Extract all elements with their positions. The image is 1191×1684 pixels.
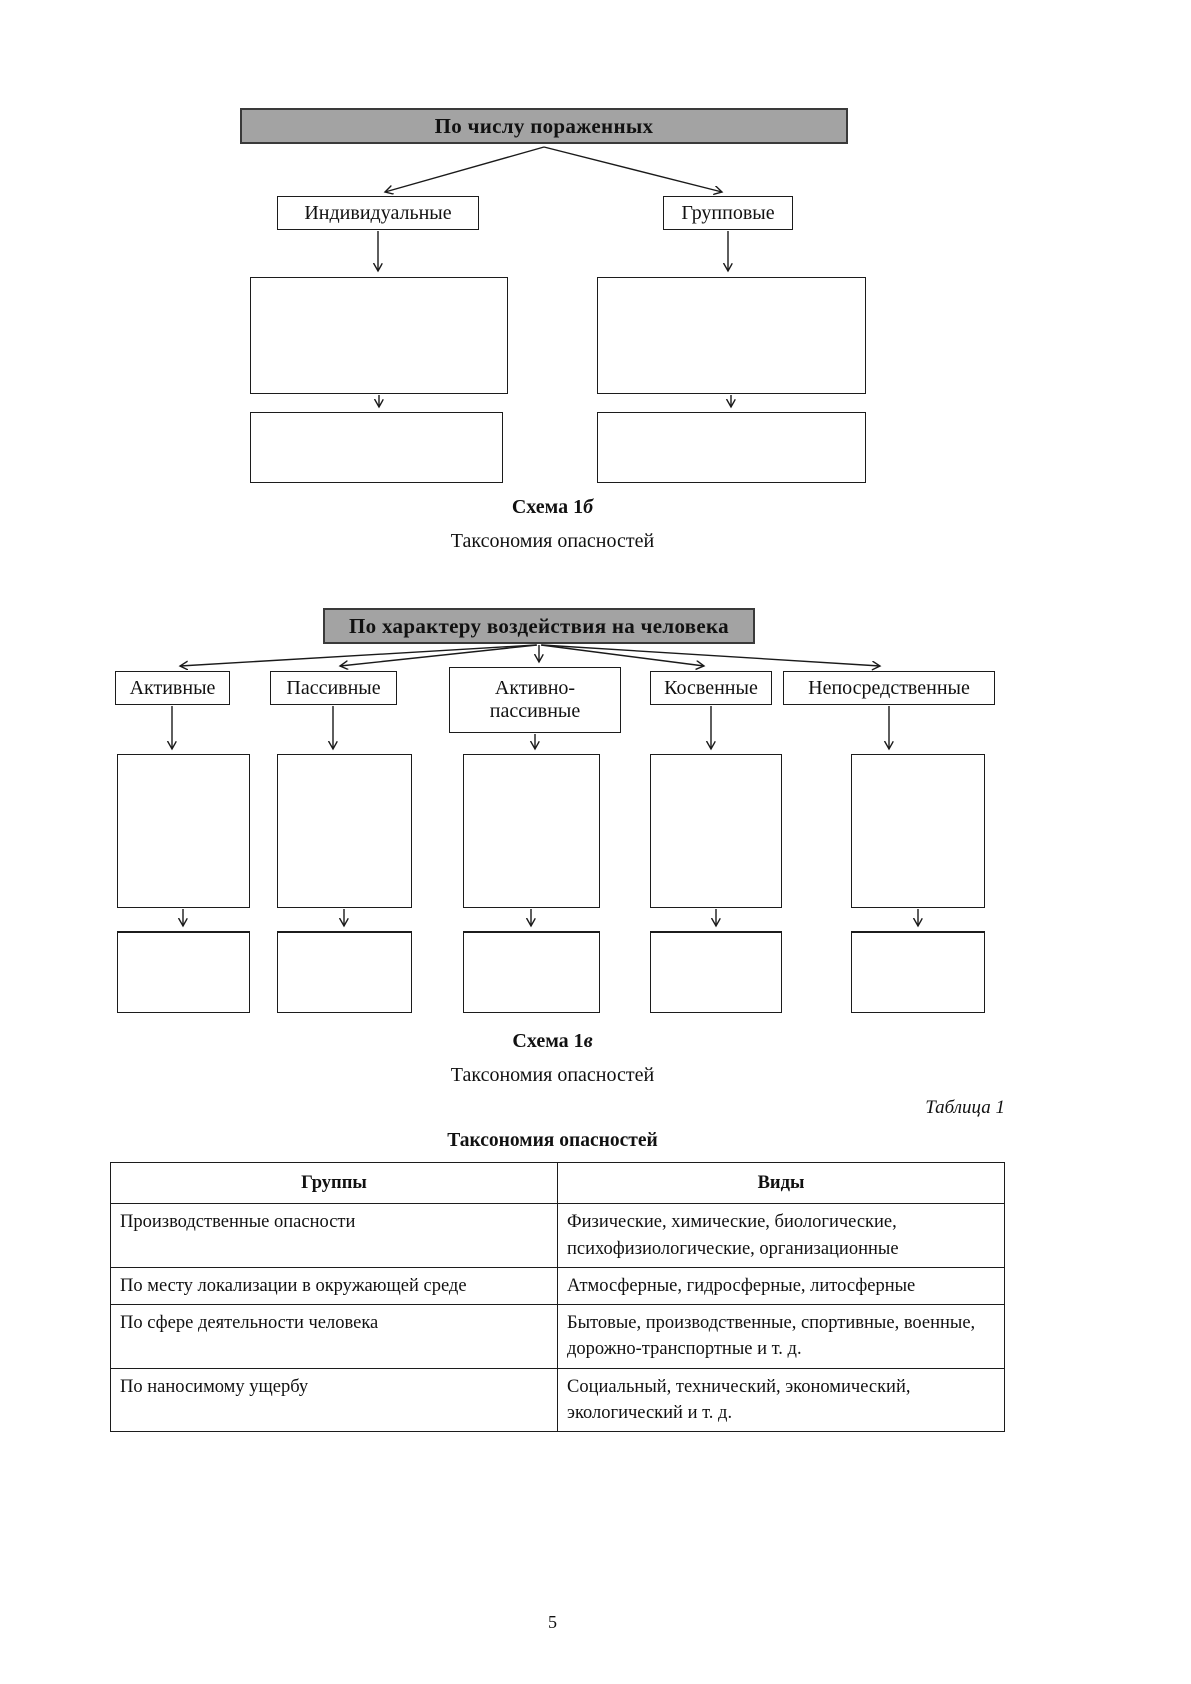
empty-box: [597, 277, 866, 394]
empty-box: [650, 754, 782, 908]
caption-letter: в: [583, 1030, 593, 1052]
diagram-v-header-label: По характеру воздействия на человека: [349, 613, 729, 638]
diagram-v-caption: Схема 1в: [100, 1030, 1005, 1053]
diagram-b-subcaption: Таксономия опасностей: [450, 530, 655, 552]
empty-box: [250, 277, 508, 394]
category-label: Непосредственные: [808, 676, 970, 699]
diagram-b-category-box-individual: Индивидуальные: [277, 196, 479, 230]
table-row: Производственные опасности Физические, х…: [110, 1203, 1005, 1268]
diagram-b-header-label: По числу пораженных: [434, 113, 654, 138]
kinds-cell: Физические, химические, биологические, п…: [557, 1203, 1005, 1268]
diagram-v-category-box-active-passive: Активно-пассивные: [449, 667, 621, 733]
taxonomy-table: Группы Виды Производственные опасности Ф…: [110, 1161, 1005, 1433]
diagram-v-category-box-active: Активные: [115, 671, 230, 705]
empty-box: [117, 931, 250, 1013]
category-label: Активно-пассивные: [489, 677, 581, 722]
diagram-b-caption: Схема 1б: [100, 496, 1005, 519]
caption-text: Схема 1: [512, 1030, 584, 1052]
table-row: По месту локализации в окружающей среде …: [110, 1266, 1005, 1306]
diagram-v-category-box-passive: Пассивные: [270, 671, 397, 705]
group-cell: По месту локализации в окружающей среде: [110, 1266, 558, 1306]
table-row: По сфере деятельности человека Бытовые, …: [110, 1304, 1005, 1369]
group-cell: По сфере деятельности человека: [110, 1304, 558, 1369]
empty-box: [650, 931, 782, 1013]
column-header-kinds: Виды: [557, 1161, 1005, 1205]
diagram-v-category-box-direct: Непосредственные: [783, 671, 995, 705]
empty-box: [851, 754, 985, 908]
category-label: Активные: [129, 676, 216, 699]
category-label: Индивидуальные: [304, 201, 452, 224]
kinds-cell: Атмосферные, гидросферные, литосферные: [557, 1266, 1005, 1306]
diagram-b-header-box: По числу пораженных: [240, 108, 848, 144]
table-header-row: Группы Виды: [110, 1161, 1005, 1205]
group-cell: По наносимому ущербу: [110, 1367, 558, 1433]
column-header-groups: Группы: [110, 1161, 558, 1205]
table-reference: Таблица 1: [925, 1097, 1005, 1118]
empty-box: [250, 412, 503, 483]
empty-box: [851, 931, 985, 1013]
table-row: По наносимому ущербу Социальный, техниче…: [110, 1367, 1005, 1433]
page-number: 5: [548, 1612, 557, 1632]
empty-box: [117, 754, 250, 908]
empty-box: [463, 754, 600, 908]
caption-text: Схема 1: [511, 496, 584, 518]
diagram-v-subcaption: Таксономия опасностей: [450, 1064, 655, 1086]
diagram-v-header-box: По характеру воздействия на человека: [323, 608, 755, 644]
kinds-cell: Бытовые, производственные, спортивные, в…: [557, 1304, 1005, 1369]
empty-box: [277, 931, 412, 1013]
kinds-cell: Социальный, технический, экономический, …: [557, 1367, 1005, 1433]
group-cell: Производственные опасности: [110, 1203, 558, 1268]
caption-letter: б: [583, 496, 594, 518]
diagram-b-category-box-group: Групповые: [663, 196, 793, 230]
category-label: Пассивные: [286, 676, 381, 699]
category-label: Косвенные: [664, 676, 758, 699]
table-title: Таксономия опасностей: [447, 1130, 658, 1151]
empty-box: [597, 412, 866, 483]
category-label: Групповые: [681, 201, 775, 224]
empty-box: [277, 754, 412, 908]
empty-box: [463, 931, 600, 1013]
diagram-v-category-box-indirect: Косвенные: [650, 671, 772, 705]
